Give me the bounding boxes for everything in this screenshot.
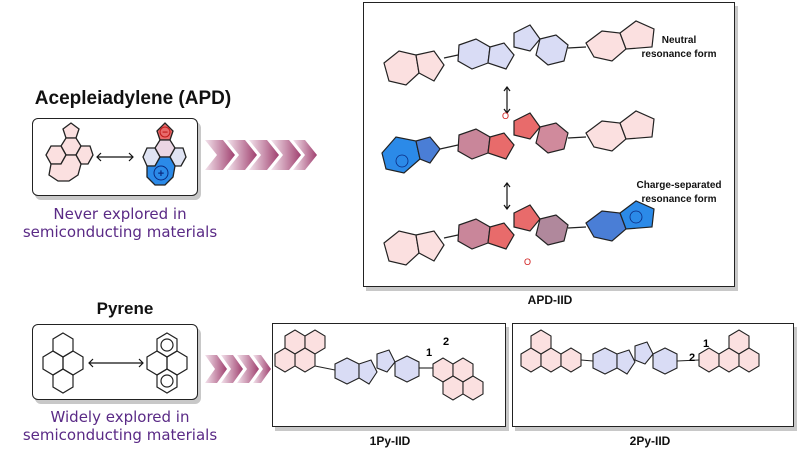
position-label-2: 2: [689, 352, 696, 364]
2py-iid-structure: [520, 329, 760, 375]
positive-charge-icon: [395, 154, 409, 168]
resonance-arrow: [96, 152, 134, 162]
apd-resonance-box: − +: [32, 118, 198, 196]
position-label-2: 2: [443, 336, 450, 348]
pyrene-note-line2: semiconducting materials: [22, 426, 218, 444]
negative-charge-sign: −: [162, 128, 168, 139]
apd-iid-caption: APD-IID: [527, 293, 573, 307]
apd-note-line2: semiconducting materials: [22, 223, 218, 241]
apd-iid-neutral: [383, 20, 655, 86]
neutral-label-line2: resonance form: [641, 49, 716, 60]
2py-iid-box: 1 2: [512, 323, 794, 427]
1py-iid-caption: 1Py-IID: [369, 434, 411, 448]
negative-oxygen-2: O: [524, 257, 531, 267]
resonance-arrow: [88, 358, 144, 368]
pyrene-resonance-structures: [42, 332, 188, 394]
apd-note-line1: Never explored in: [53, 205, 187, 223]
pyrene-unit-right: [432, 357, 484, 401]
pyrene-unit-right: [698, 329, 760, 373]
apd-iid-charged-1: [381, 110, 655, 174]
pyrene-structure-left: [42, 332, 84, 394]
chevron-arrow-pyrene: [205, 355, 271, 383]
pyrene-unit-left: [274, 329, 326, 373]
pyrene-structure-right: [146, 332, 188, 394]
positive-charge-icon: [153, 165, 169, 181]
apd-resonance-structures: − +: [45, 122, 187, 186]
apd-title: Acepleiadylene (APD): [34, 88, 232, 109]
apd-note: Never explored in semiconducting materia…: [0, 205, 240, 241]
pyrene-note: Widely explored in semiconducting materi…: [0, 408, 240, 444]
position-label-1: 1: [426, 347, 433, 359]
pyrene-title: Pyrene: [96, 299, 154, 318]
resonance-arrow-vertical-1: [503, 86, 511, 114]
positive-charge-icon-2: [629, 210, 643, 224]
apd-neutral-structure: [45, 122, 94, 182]
apd-iid-charged-2: [383, 200, 655, 266]
negative-oxygen-1: O: [502, 111, 509, 121]
2py-iid-caption: 2Py-IID: [629, 434, 671, 448]
isoindigo-core: [334, 349, 420, 385]
isoindigo-core: [592, 341, 678, 375]
1py-iid-structure: [274, 329, 484, 401]
apd-iid-box: Neutral resonance form O Charge-separate…: [363, 2, 735, 287]
chevron-arrow-apd: [205, 140, 317, 170]
negative-charge-icon: [159, 126, 171, 138]
pyrene-resonance-box: [32, 324, 198, 400]
apd-iid-structures: Neutral resonance form O Charge-separate…: [381, 20, 722, 267]
pyrene-unit-left: [520, 329, 582, 373]
positive-charge-sign: +: [158, 168, 164, 180]
1py-iid-box: 1 2: [272, 323, 506, 427]
resonance-arrow-vertical-2: [503, 182, 511, 210]
pyrene-note-line1: Widely explored in: [50, 408, 190, 426]
neutral-label-line1: Neutral: [662, 35, 697, 46]
charge-label-line2: resonance form: [641, 194, 716, 205]
charge-label-line1: Charge-separated: [636, 180, 721, 191]
position-label-1: 1: [703, 338, 710, 350]
